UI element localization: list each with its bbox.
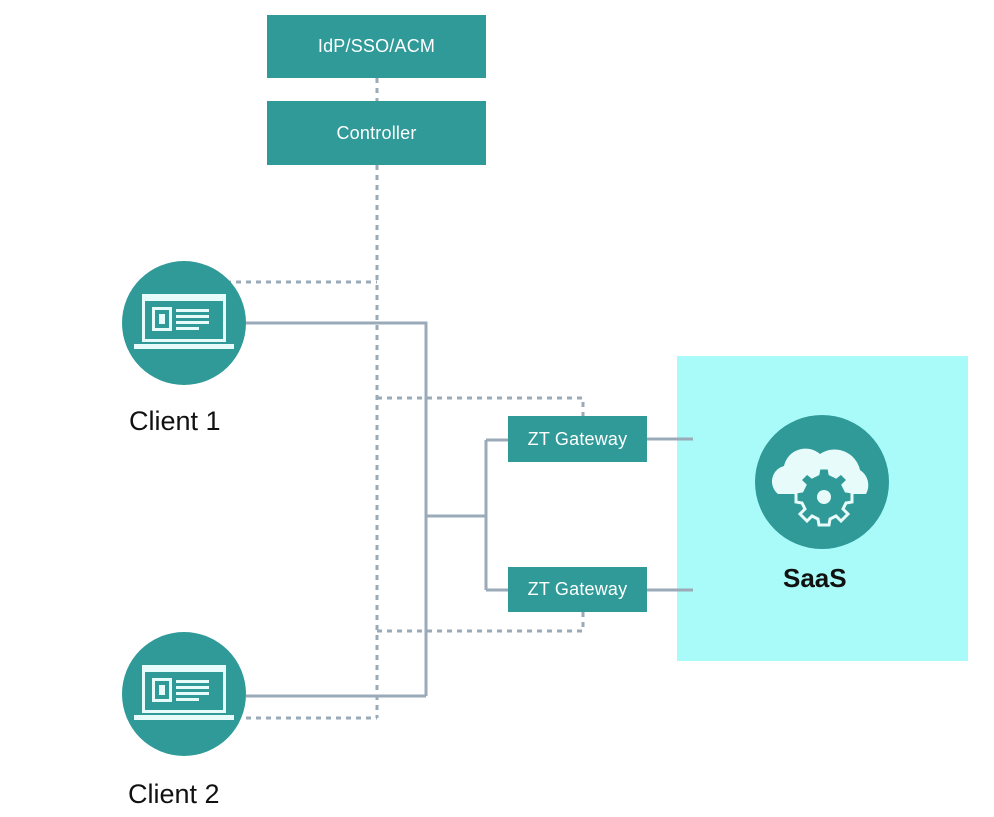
controller-to-gateway-bottom bbox=[377, 612, 585, 633]
controller-to-gateway-top bbox=[377, 396, 585, 416]
zt-gateway-top-box: ZT Gateway bbox=[508, 416, 647, 462]
controller-label: Controller bbox=[336, 122, 417, 143]
idp-sso-acm-box: IdP/SSO/ACM bbox=[267, 15, 486, 78]
client1-laptop-icon bbox=[122, 261, 246, 385]
saas-label: SaaS bbox=[783, 563, 847, 593]
controller-box: Controller bbox=[267, 101, 486, 165]
zt-gateway-top-label: ZT Gateway bbox=[527, 428, 628, 449]
client2-laptop-icon bbox=[122, 632, 246, 756]
zt-gateway-bottom-box: ZT Gateway bbox=[508, 567, 647, 612]
data-plane-links bbox=[246, 321, 693, 698]
gateway-fork bbox=[484, 438, 508, 592]
idp-sso-acm-label: IdP/SSO/ACM bbox=[317, 36, 436, 56]
control-plane-links bbox=[226, 78, 585, 720]
zt-gateway-bottom-label: ZT Gateway bbox=[527, 579, 628, 599]
client1-link bbox=[246, 321, 428, 696]
client1-label: Client 1 bbox=[129, 406, 221, 436]
saas-cloud-gear-icon bbox=[755, 415, 889, 549]
client2-label: Client 2 bbox=[128, 779, 220, 809]
